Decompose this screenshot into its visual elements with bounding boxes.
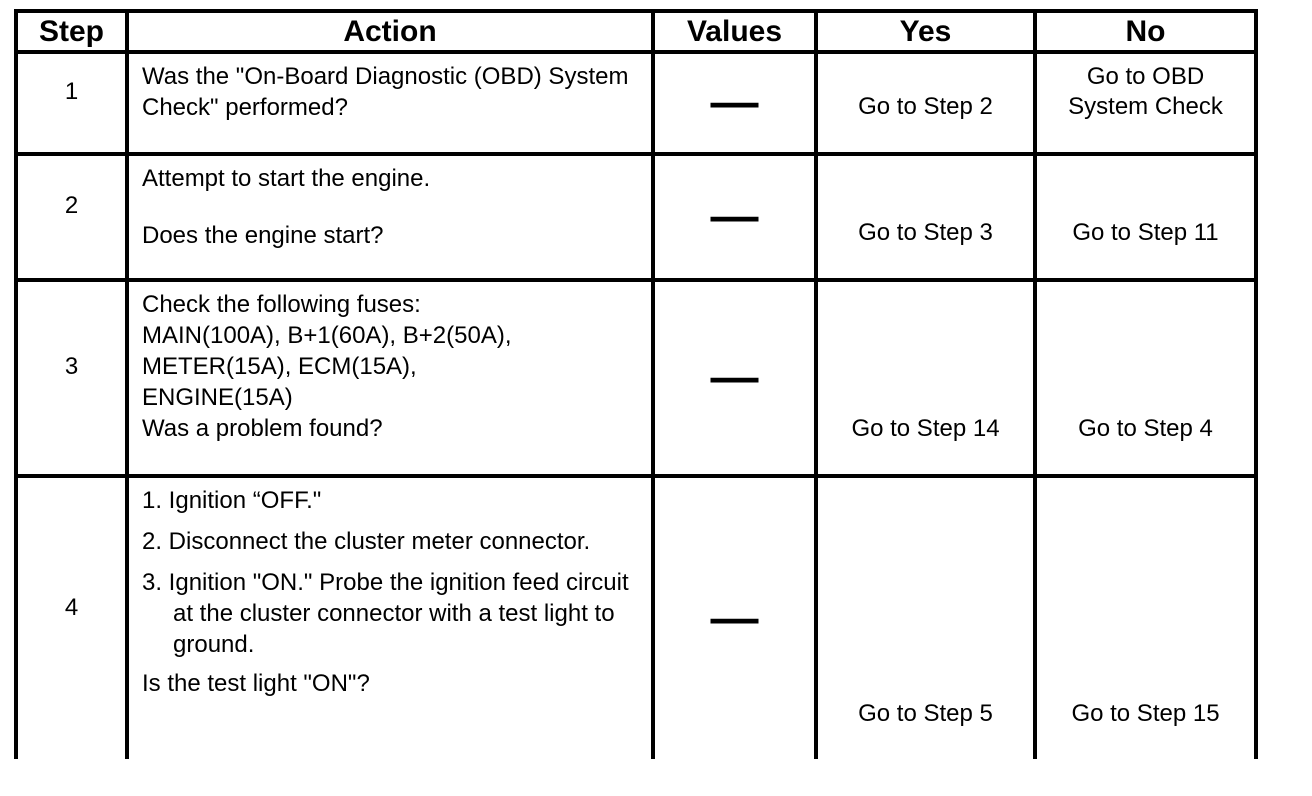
yes-cell-row1: Go to Step 2 <box>818 54 1033 152</box>
step-cell-row3: 3 <box>18 282 125 474</box>
action-question: Does the engine start? <box>142 222 384 249</box>
action-list-item-3: 3. Ignition "ON." Probe the ignition fee… <box>142 569 629 658</box>
action-question: Is the test light "ON"? <box>142 670 370 697</box>
col-header-step: Step <box>18 13 125 50</box>
action-cell-row2: Attempt to start the engine. Does the en… <box>129 156 651 278</box>
action-list-item-2: 2. Disconnect the cluster meter connecto… <box>142 528 591 555</box>
action-text: Check the following fuses: MAIN(100A), B… <box>142 291 512 442</box>
values-cell-row3: — <box>655 282 814 474</box>
yes-cell-row3: Go to Step 14 <box>818 282 1033 474</box>
dash-glyph: — <box>710 76 759 129</box>
col-header-yes: Yes <box>818 13 1033 50</box>
no-cell-row2: Go to Step 11 <box>1037 156 1254 278</box>
col-header-values: Values <box>655 13 814 50</box>
yes-cell-row4: Go to Step 5 <box>818 478 1033 759</box>
action-text: Attempt to start the engine. <box>142 165 431 192</box>
dash-glyph: — <box>710 591 759 645</box>
diagnostic-table: Step Action Values Yes No 1 Was the "On-… <box>14 9 1258 759</box>
values-cell-row1: — <box>655 54 814 152</box>
action-text: Was the "On-Board Diagnostic (OBD) Syste… <box>142 63 629 121</box>
no-cell-row3: Go to Step 4 <box>1037 282 1254 474</box>
dash-glyph: — <box>710 190 759 243</box>
step-cell-row2: 2 <box>18 156 125 278</box>
values-cell-row2: — <box>655 156 814 278</box>
col-header-action: Action <box>129 13 651 50</box>
values-cell-row4: — <box>655 478 814 759</box>
yes-cell-row2: Go to Step 3 <box>818 156 1033 278</box>
col-header-no: No <box>1037 13 1254 50</box>
action-list-item-1: 1. Ignition “OFF." <box>142 487 322 514</box>
step-cell-row1: 1 <box>18 54 125 152</box>
action-cell-row1: Was the "On-Board Diagnostic (OBD) Syste… <box>129 54 651 152</box>
no-cell-row1: Go to OBD System Check <box>1037 54 1254 152</box>
no-cell-row4: Go to Step 15 <box>1037 478 1254 759</box>
step-cell-row4: 4 <box>18 478 125 759</box>
action-cell-row4: 1. Ignition “OFF." 2. Disconnect the clu… <box>129 478 651 759</box>
action-cell-row3: Check the following fuses: MAIN(100A), B… <box>129 282 651 474</box>
dash-glyph: — <box>710 351 759 404</box>
